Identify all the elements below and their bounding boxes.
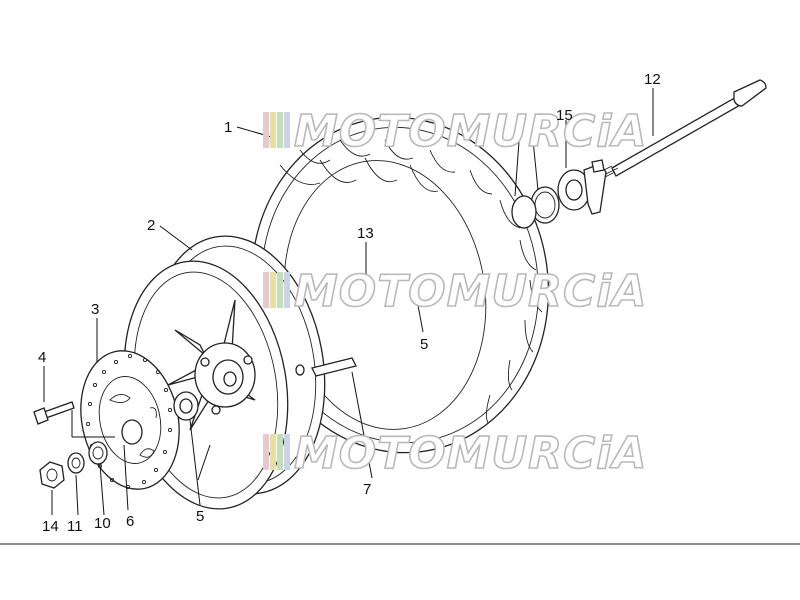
tire-valve <box>295 357 357 377</box>
callout-2: 2 <box>147 217 155 234</box>
watermark-top: MOTOMURCiA <box>263 105 647 158</box>
callout-10: 10 <box>94 515 111 532</box>
callout-4: 4 <box>38 349 46 366</box>
bearing <box>173 391 199 421</box>
disc-bolt <box>33 401 75 425</box>
watermark-text: MOTOMURCiA <box>294 266 647 317</box>
retaining-ring <box>511 195 537 229</box>
callout-14: 14 <box>42 518 59 535</box>
callout-12: 12 <box>644 71 661 88</box>
watermark-text: MOTOMURCiA <box>294 428 647 479</box>
callout-5-upper: 5 <box>420 336 428 353</box>
callout-15: 15 <box>556 107 573 124</box>
callout-7: 7 <box>363 481 371 498</box>
axle-nut <box>39 461 65 489</box>
callout-13: 13 <box>357 225 374 242</box>
leader-lines <box>43 88 654 516</box>
callout-5-lower: 5 <box>196 508 204 525</box>
axle <box>599 79 767 179</box>
speedometer-drive <box>557 159 607 215</box>
callout-3: 3 <box>91 301 99 318</box>
callout-11: 11 <box>67 518 83 535</box>
watermark-bottom: MOTOMURCiA <box>263 427 647 480</box>
spacer <box>88 441 108 465</box>
washer <box>67 452 85 474</box>
watermark-middle: MOTOMURCiA <box>263 265 647 318</box>
callout-1: 1 <box>224 119 232 136</box>
callout-6: 6 <box>126 513 134 530</box>
watermark-text: MOTOMURCiA <box>294 106 647 157</box>
